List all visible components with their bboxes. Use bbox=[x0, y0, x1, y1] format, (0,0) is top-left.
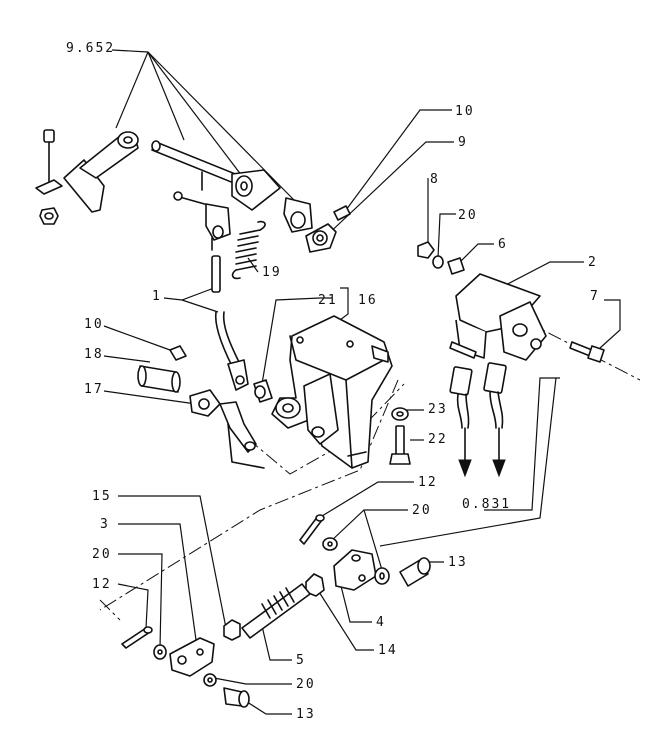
small-hardware-top bbox=[417, 241, 465, 275]
callout-16: 16 bbox=[358, 293, 378, 308]
callout-12-mid: 12 bbox=[418, 475, 438, 490]
callout-3: 3 bbox=[100, 517, 110, 532]
leader-lines bbox=[103, 49, 621, 715]
switch-connectors bbox=[449, 362, 507, 478]
callout-23: 23 bbox=[428, 402, 448, 417]
callout-8: 8 bbox=[430, 172, 440, 187]
callout-15: 15 bbox=[92, 489, 112, 504]
callout-22: 22 bbox=[428, 432, 448, 447]
callout-10-top: 10 bbox=[455, 104, 475, 119]
callout-13-right: 13 bbox=[448, 555, 468, 570]
control-rod-1 bbox=[211, 255, 249, 391]
pedal-lever bbox=[35, 129, 139, 225]
switch-bracket-2 bbox=[449, 273, 547, 361]
callout-1: 1 bbox=[152, 289, 162, 304]
washer-bolt-right bbox=[389, 407, 411, 465]
callout-20-bot: 20 bbox=[296, 677, 316, 692]
mounting-bracket-16 bbox=[271, 315, 393, 469]
callout-19: 19 bbox=[262, 265, 282, 280]
callout-14: 14 bbox=[378, 643, 398, 658]
return-spring bbox=[231, 220, 266, 280]
left-hardware bbox=[137, 345, 265, 469]
bushing-21 bbox=[253, 379, 273, 403]
lower-linkage bbox=[121, 514, 431, 708]
callout-20-top: 20 bbox=[458, 208, 478, 223]
callout-13-bot: 13 bbox=[296, 707, 316, 722]
bracket-9 bbox=[305, 205, 351, 253]
callout-12-left: 12 bbox=[92, 577, 112, 592]
callout-2: 2 bbox=[588, 255, 598, 270]
callout-17: 17 bbox=[84, 382, 104, 397]
pedal-shaft-assembly bbox=[151, 140, 313, 251]
callout-18: 18 bbox=[84, 347, 104, 362]
callout-9: 9 bbox=[458, 135, 468, 150]
callout-20-left: 20 bbox=[92, 547, 112, 562]
callout-6: 6 bbox=[498, 237, 508, 252]
bolt-7 bbox=[569, 341, 605, 363]
callout-20-mid: 20 bbox=[412, 503, 432, 518]
callout-9652: 9.652 bbox=[66, 41, 115, 56]
callout-0831: 0.831 bbox=[462, 497, 511, 512]
callout-5: 5 bbox=[296, 653, 306, 668]
callout-7: 7 bbox=[590, 289, 600, 304]
callout-4: 4 bbox=[376, 615, 386, 630]
callout-21: 21 bbox=[318, 293, 338, 308]
callout-10-left: 10 bbox=[84, 317, 104, 332]
